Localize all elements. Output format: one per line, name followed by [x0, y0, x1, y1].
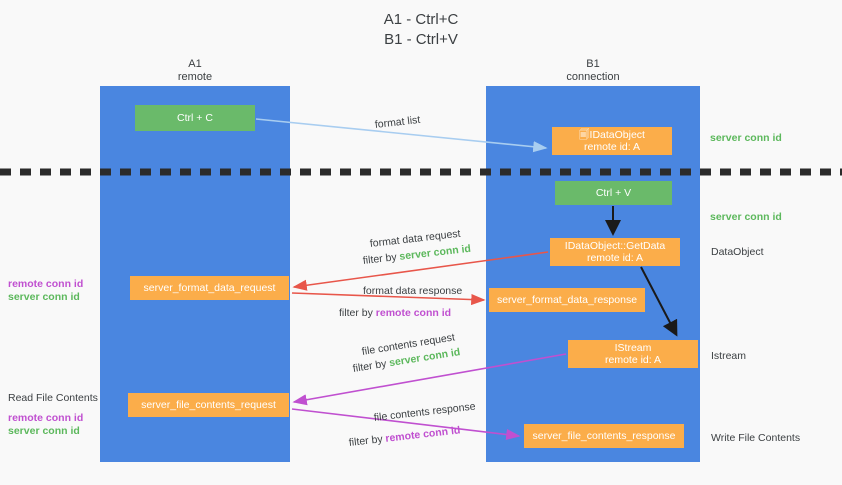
- server-file-contents-request-box[interactable]: server_file_contents_request: [128, 393, 289, 417]
- right-anno-istream: Istream: [711, 350, 747, 362]
- idataobject-getdata-box[interactable]: IDataObject::GetData remote id: A: [550, 238, 680, 266]
- idataobject-box[interactable]: 🗐IDataObject remote id: A: [552, 127, 672, 155]
- arrow-format-data-response: [291, 292, 486, 306]
- arrow-file-contents-response: [291, 408, 521, 441]
- right-anno-write-file-contents: Write File Contents: [711, 432, 801, 444]
- left-anno-remote-conn-id-2: remote conn id: [8, 412, 84, 424]
- server-file-contents-response-box[interactable]: server_file_contents_response: [524, 424, 684, 448]
- flow-label-format-data-response-filter: filter by remote conn id: [339, 307, 451, 320]
- istream-box[interactable]: IStream remote id: A: [568, 340, 698, 368]
- ctrl-v-box[interactable]: Ctrl + V: [555, 181, 672, 205]
- left-anno-server-conn-id: server conn id: [8, 291, 80, 303]
- page-title: A1 - Ctrl+C B1 - Ctrl+V: [383, 11, 459, 48]
- lane-header-a1: A1 remote: [177, 58, 213, 83]
- arrow-format-data-request: [292, 251, 549, 291]
- filter-by-text-2: filter by: [339, 307, 376, 319]
- remote-conn-id-text: remote conn id: [375, 307, 452, 319]
- arrow-getdata-to-istream: [640, 266, 678, 337]
- right-anno-server-conn-id: server conn id: [710, 132, 782, 144]
- right-anno-server-conn-id-2: server conn id: [710, 211, 782, 223]
- left-anno-remote-conn-id: remote conn id: [8, 278, 84, 290]
- arrow-format-list: [255, 118, 548, 153]
- arrow-file-contents-request: [292, 353, 567, 406]
- server-format-data-request-box[interactable]: server_format_data_request: [130, 276, 289, 300]
- left-anno-read-file-contents: Read File Contents: [8, 392, 98, 404]
- right-anno-dataobject: DataObject: [711, 246, 764, 258]
- ctrl-c-box[interactable]: Ctrl + C: [135, 105, 255, 131]
- lane-header-b1: B1 connection: [566, 58, 620, 83]
- flow-label-format-data-response: format data response: [363, 285, 463, 297]
- left-anno-server-conn-id-2: server conn id: [8, 425, 80, 437]
- server-format-data-response-box[interactable]: server_format_data_response: [489, 288, 645, 312]
